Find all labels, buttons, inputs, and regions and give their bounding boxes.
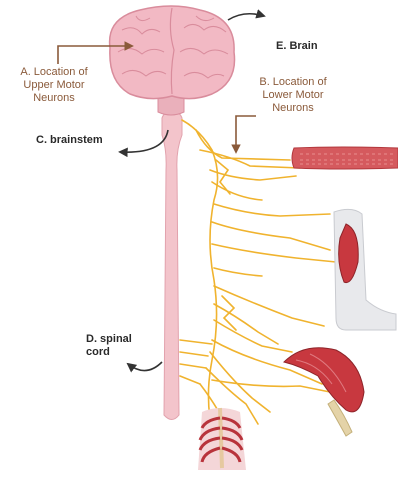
arrow-brain [228, 14, 264, 20]
arrow-spinal-cord [128, 362, 162, 371]
spinal-cord-label-line-1: D. spinal [86, 333, 132, 346]
muscle-fiber-illustration [292, 147, 398, 169]
leg-muscle-illustration [334, 209, 396, 330]
brain-label: E. Brain [276, 40, 318, 53]
upper-motor-neurons-label: A. Location of Upper Motor Neurons [2, 66, 106, 105]
brainstem-label: C. brainstem [36, 134, 103, 147]
lower-motor-neurons-label: B. Location of Lower Motor Neurons [240, 76, 346, 115]
spinal-cord-label-line-2: cord [86, 346, 132, 359]
upper-motor-label-line-2: Upper Motor [2, 79, 106, 92]
ribcage-illustration [198, 408, 246, 470]
lower-motor-label-line-3: Neurons [240, 102, 346, 115]
brain-illustration [110, 6, 235, 99]
lower-motor-label-line-2: Lower Motor [240, 89, 346, 102]
spinal-cord-label: D. spinal cord [86, 333, 132, 359]
shoulder-muscle-illustration [284, 348, 364, 436]
lower-motor-label-line-1: B. Location of [240, 76, 346, 89]
upper-motor-label-line-3: Neurons [2, 92, 106, 105]
arrow-brainstem [120, 130, 168, 152]
upper-motor-label-line-1: A. Location of [2, 66, 106, 79]
arrow-lower-motor [236, 116, 256, 152]
spinal-cord [162, 110, 182, 420]
